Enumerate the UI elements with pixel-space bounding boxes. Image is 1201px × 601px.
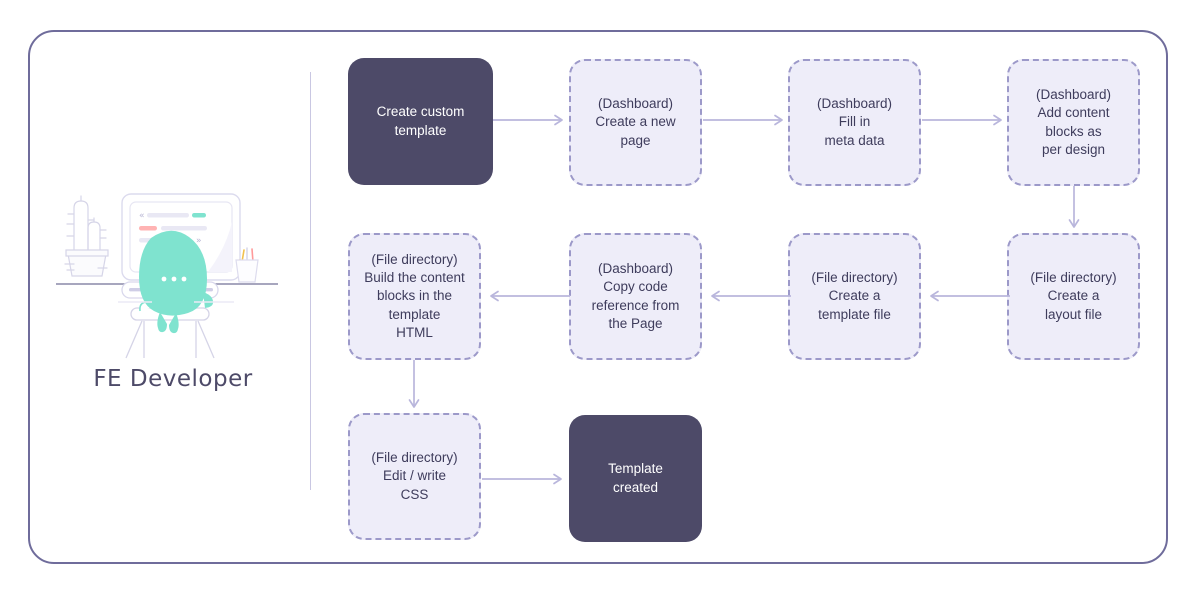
- node-label: (Dashboard) Add content blocks as per de…: [1035, 87, 1112, 157]
- node-label: (Dashboard) Create a new page: [595, 96, 676, 148]
- node-template-created[interactable]: Template created: [569, 415, 702, 542]
- node-create-a-new-page[interactable]: (Dashboard) Create a new page: [569, 59, 702, 186]
- arrow-n3-to-n4: [922, 113, 1010, 127]
- svg-text:«: «: [139, 211, 145, 221]
- developer-at-desk-illustration: « »: [48, 180, 298, 365]
- node-edit-write-css[interactable]: (File directory) Edit / write CSS: [348, 413, 481, 540]
- node-add-content-blocks[interactable]: (Dashboard) Add content blocks as per de…: [1007, 59, 1140, 186]
- mascot-character: [139, 230, 214, 334]
- cactus-icon: [64, 195, 109, 277]
- arrow-n7-to-n8: [482, 289, 570, 303]
- arrow-n6-to-n7: [703, 289, 791, 303]
- node-create-custom-template[interactable]: Create custom template: [348, 58, 493, 185]
- node-fill-in-meta-data[interactable]: (Dashboard) Fill in meta data: [788, 59, 921, 186]
- arrow-n5-to-n6: [922, 289, 1010, 303]
- panel-divider: [310, 72, 311, 490]
- node-label: (File directory) Build the content block…: [364, 252, 465, 340]
- svg-text:»: »: [196, 236, 202, 246]
- node-label: (File directory) Create a layout file: [1030, 270, 1117, 322]
- illustration-svg: « »: [56, 193, 278, 359]
- node-label: (Dashboard) Fill in meta data: [816, 96, 893, 148]
- panel-label: FE Developer: [93, 366, 253, 392]
- node-copy-code-reference[interactable]: (Dashboard) Copy code reference from the…: [569, 233, 702, 360]
- node-label: Create custom template: [376, 104, 465, 138]
- arrow-n9-to-n10: [482, 472, 570, 486]
- arrow-n1-to-n2: [493, 113, 571, 127]
- pencil-cup-icon: [235, 247, 259, 283]
- arrow-n4-to-n5: [1067, 186, 1081, 234]
- arrow-n2-to-n3: [703, 113, 791, 127]
- node-label: Template created: [608, 461, 663, 495]
- arrow-n8-to-n9: [407, 360, 421, 414]
- developer-panel: « »: [48, 180, 298, 405]
- node-label: (Dashboard) Copy code reference from the…: [591, 261, 680, 331]
- node-label: (File directory) Edit / write CSS: [371, 450, 458, 502]
- node-build-content-blocks[interactable]: (File directory) Build the content block…: [348, 233, 481, 360]
- node-create-a-layout-file[interactable]: (File directory) Create a layout file: [1007, 233, 1140, 360]
- node-create-a-template-file[interactable]: (File directory) Create a template file: [788, 233, 921, 360]
- node-label: (File directory) Create a template file: [811, 270, 898, 322]
